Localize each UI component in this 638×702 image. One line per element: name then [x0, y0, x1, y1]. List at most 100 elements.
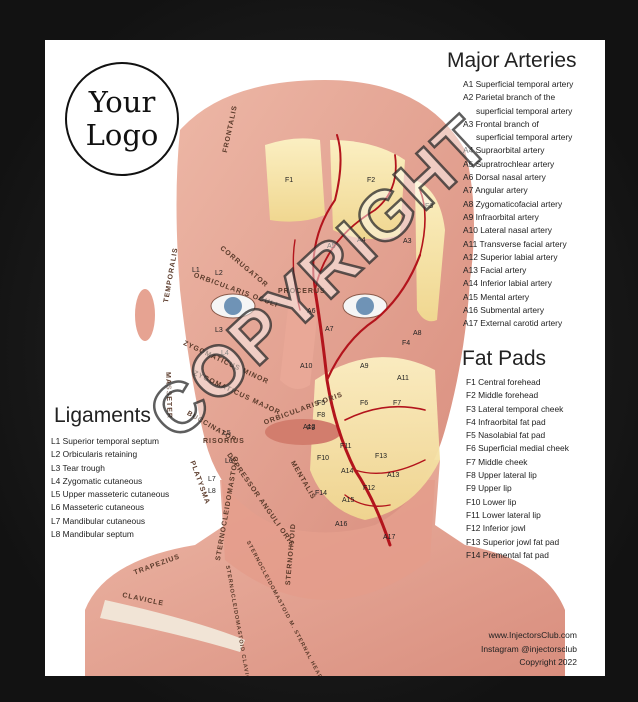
- nose: [280, 290, 320, 389]
- list-item: A9 Infraorbital artery: [463, 211, 539, 222]
- list-item: A7 Angular artery: [463, 185, 528, 196]
- marker-a15: A15: [342, 497, 355, 504]
- marker-f4: F4: [402, 340, 411, 347]
- list-item: A13 Facial artery: [463, 265, 527, 276]
- list-item: L7 Mandibular cutaneous: [51, 515, 146, 526]
- list-item: A5 Supratrochlear artery: [463, 158, 555, 169]
- marker-a12: A12: [303, 424, 316, 431]
- list-item: F5 Nasolabial fat pad: [466, 430, 546, 441]
- marker-f7: F7: [393, 400, 402, 407]
- marker-a7: A7: [325, 326, 334, 333]
- list-item: A4 Supraorbital artery: [463, 145, 545, 156]
- marker-f12: F12: [363, 485, 376, 492]
- major-arteries-title: Major Arteries: [447, 49, 577, 72]
- list-item: L2 Orbicularis retaining: [51, 449, 138, 460]
- marker-a8: A8: [413, 330, 422, 337]
- marker-f10: F10: [317, 455, 330, 462]
- fat-pad-forehead-middle: [330, 140, 405, 239]
- marker-a10: A10: [300, 363, 313, 370]
- marker-f8: F8: [317, 412, 326, 419]
- logo-line-1: Your: [88, 85, 156, 119]
- poster: Your Logo FRONTALIS TEMPORALIS CORRUGATO…: [45, 40, 605, 676]
- marker-l3: L3: [215, 327, 223, 334]
- list-item: F14 Premental fat pad: [466, 549, 549, 560]
- list-item: A16 Submental artery: [463, 305, 545, 316]
- list-item: A11 Transverse facial artery: [463, 238, 567, 249]
- fat-pad-forehead-central: [265, 138, 325, 222]
- marker-f3: F3: [425, 203, 434, 210]
- ligaments-title: Ligaments: [54, 404, 151, 427]
- list-item: A8 Zygomaticofacial artery: [463, 198, 563, 209]
- list-item: L8 Mandibular septum: [51, 529, 134, 540]
- fat-pads-title: Fat Pads: [462, 347, 547, 370]
- logo-line-2: Logo: [85, 118, 159, 152]
- marker-l1: L1: [192, 267, 200, 274]
- list-item: A6 Dorsal nasal artery: [463, 172, 546, 183]
- list-item: F4 Infraorbital fat pad: [466, 416, 546, 427]
- list-item: L6 Masseteric cutaneous: [51, 502, 145, 513]
- marker-l2: L2: [215, 270, 223, 277]
- muscle-label-procerus: PROCERUS: [278, 288, 326, 295]
- list-item: F1 Central forehead: [466, 377, 541, 387]
- right-iris: [356, 297, 374, 315]
- list-item: A1 Superficial temporal artery: [463, 79, 574, 89]
- fat-pad-cheeks: [310, 357, 440, 520]
- marker-a6: A6: [307, 308, 316, 315]
- list-item: A3 Frontal branch of: [463, 118, 539, 129]
- list-item: A12 Superior labial artery: [463, 251, 558, 262]
- list-item: F7 Middle cheek: [466, 456, 528, 467]
- list-item: L3 Tear trough: [51, 462, 105, 473]
- list-item: A14 Inferior labial artery: [463, 278, 552, 289]
- marker-l8: L8: [208, 488, 216, 495]
- list-item: A2 Parietal branch of the: [463, 92, 556, 103]
- marker-a14: A14: [341, 468, 354, 475]
- marker-a13: A13: [387, 472, 400, 479]
- list-item: F13 Superior jowl fat pad: [466, 536, 560, 547]
- list-item: L1 Superior temporal septum: [51, 436, 159, 446]
- face-anatomy-illustration: [85, 80, 565, 676]
- instagram-handle: Instagram @injectorsclub: [480, 643, 577, 654]
- list-item: L5 Upper masseteric cutaneous: [51, 489, 170, 500]
- left-iris: [224, 297, 242, 315]
- fat-pads-list: F1 Central forehead F2 Middle forehead F…: [466, 376, 569, 562]
- marker-f6: F6: [360, 400, 369, 407]
- list-item: F9 Upper lip: [466, 483, 512, 494]
- muscle-label-risorius: RISORIUS: [203, 438, 245, 445]
- list-item: L4 Zygomatic cutaneous: [51, 475, 143, 486]
- list-item: F6 Superficial medial cheek: [466, 443, 569, 454]
- artery-network: [292, 134, 426, 547]
- marker-a3: A3: [403, 238, 412, 245]
- list-item: F11 Lower lateral lip: [466, 509, 541, 520]
- marker-a5: A5: [327, 243, 336, 250]
- list-item: A15 Mental artery: [463, 291, 530, 302]
- website-link[interactable]: www.InjectorsClub.com: [488, 630, 577, 640]
- copyright-notice: Copyright 2022: [519, 657, 577, 667]
- marker-l4: L4: [221, 350, 229, 357]
- mouth: [265, 419, 341, 445]
- logo-badge: Your Logo: [65, 62, 179, 176]
- marker-a4: A4: [357, 237, 366, 244]
- marker-f2: F2: [367, 177, 376, 184]
- credits-block: www.InjectorsClub.com Instagram @injecto…: [481, 629, 577, 670]
- list-item: superficial temporal artery: [476, 105, 573, 116]
- marker-f9: F9: [307, 425, 316, 432]
- major-arteries-list: A1 Superficial temporal artery A2 Pariet…: [463, 78, 573, 331]
- marker-l6: L6: [225, 458, 233, 465]
- marker-l5: L5: [223, 430, 231, 437]
- list-item: F8 Upper lateral lip: [466, 470, 537, 481]
- list-item: A17 External carotid artery: [463, 318, 563, 329]
- marker-f11: F11: [340, 443, 352, 450]
- clavicle-region: [100, 600, 245, 652]
- marker-a17: A17: [383, 534, 396, 541]
- marker-a16: A16: [335, 521, 348, 528]
- ligaments-list: L1 Superior temporal septum L2 Orbicular…: [51, 435, 169, 541]
- marker-f13: F13: [375, 453, 388, 460]
- left-ear: [135, 289, 155, 341]
- marker-a11: A11: [397, 375, 409, 382]
- list-item: F3 Lateral temporal cheek: [466, 403, 564, 414]
- marker-f14: F14: [315, 490, 328, 497]
- list-item: F12 Inferior jowl: [466, 523, 526, 534]
- list-item: superficial temporal artery: [476, 132, 573, 143]
- marker-f1: F1: [285, 177, 294, 184]
- marker-f5: F5: [317, 400, 326, 407]
